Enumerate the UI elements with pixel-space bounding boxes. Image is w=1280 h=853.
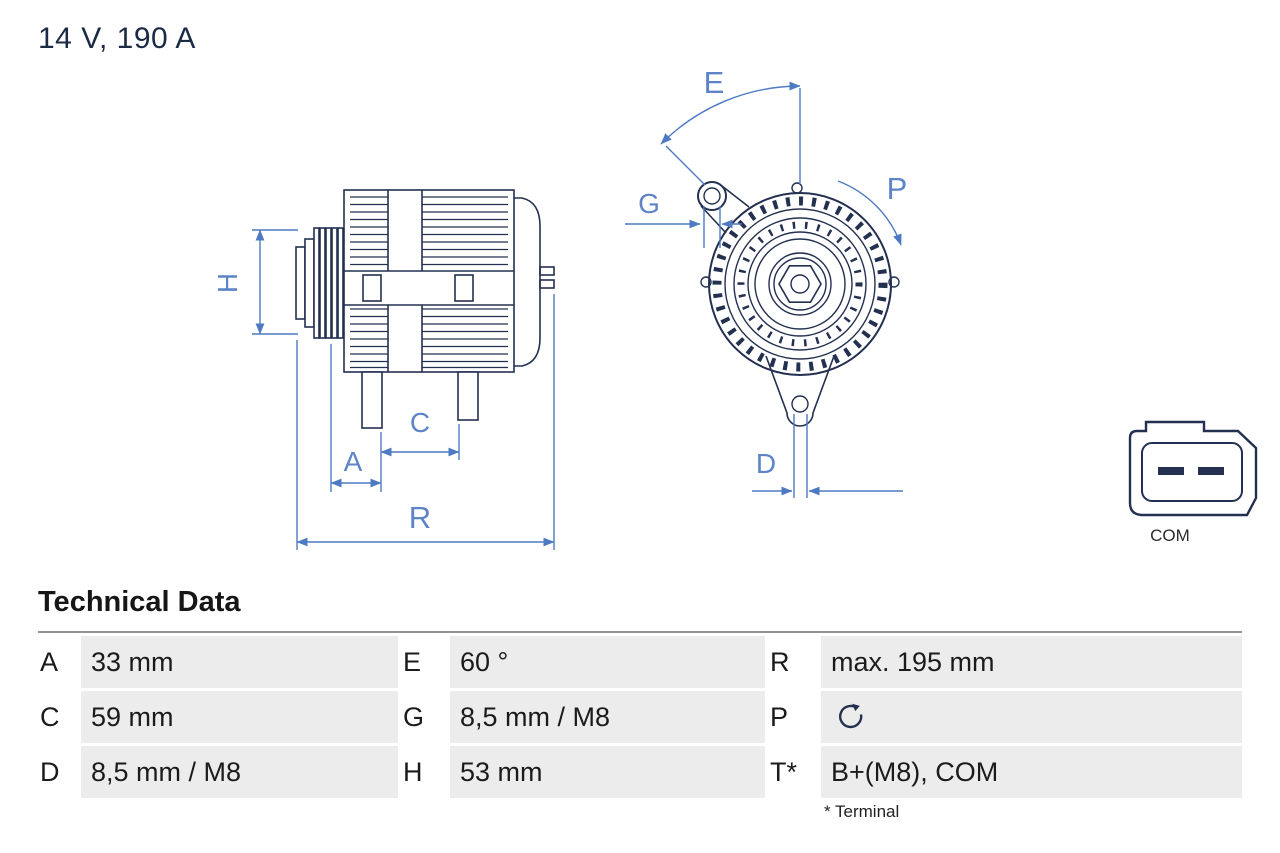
terminal-stub-bottom <box>539 279 555 289</box>
dim-label-A: A <box>344 446 363 477</box>
rotation-ccw-icon <box>838 703 863 729</box>
tech-value-G: 8,5 mm / M8 <box>450 691 765 743</box>
stator-band <box>345 271 513 305</box>
connector-drawing <box>1128 420 1258 517</box>
table-row: A 33 mm E 60 ° R max. 195 mm <box>38 636 1242 688</box>
technical-drawing: H A C R <box>212 65 1258 550</box>
connector-label: COM <box>1150 526 1190 545</box>
tech-key-A: A <box>38 636 78 688</box>
table-row: C 59 mm G 8,5 mm / M8 P <box>38 691 1242 743</box>
tech-key-G: G <box>401 691 447 743</box>
tech-key-P: P <box>768 691 818 743</box>
tech-value-C: 59 mm <box>81 691 398 743</box>
tech-value-R: max. 195 mm <box>821 636 1242 688</box>
side-view-dimensions <box>252 229 555 550</box>
through-bolt-left <box>362 274 382 302</box>
tech-value-E: 60 ° <box>450 636 765 688</box>
vent-slot-ring-inner <box>737 221 863 347</box>
dim-label-R: R <box>409 500 431 535</box>
mounting-lug-bottom <box>765 355 835 427</box>
vent-slot-ring-outer <box>712 196 888 372</box>
dim-label-E: E <box>704 65 725 100</box>
pulley <box>295 227 344 339</box>
connector-pin-left <box>1158 467 1184 475</box>
front-view-dimensions <box>625 81 903 498</box>
mounting-tab-right <box>888 276 900 288</box>
tech-value-D: 8,5 mm / M8 <box>81 746 398 798</box>
tech-key-H: H <box>401 746 447 798</box>
alternator-front-view <box>697 181 900 427</box>
dim-label-D: D <box>756 448 776 479</box>
connector-outline <box>1128 420 1258 517</box>
tech-value-P <box>821 691 1242 743</box>
alternator-side-view <box>295 189 555 429</box>
terminal-stub-top <box>539 266 555 276</box>
mounting-tab-top <box>791 182 803 194</box>
dim-label-H: H <box>212 273 243 293</box>
tech-key-D: D <box>38 746 78 798</box>
mounting-leg-right <box>457 371 479 421</box>
tech-key-C: C <box>38 691 78 743</box>
tech-key-T: T* <box>768 746 818 798</box>
dim-label-G: G <box>638 188 660 219</box>
connector-inner <box>1141 442 1243 502</box>
mounting-ear-top-left <box>697 181 750 234</box>
through-bolt-right <box>454 274 474 302</box>
dim-label-C: C <box>410 407 430 438</box>
mounting-tab-left <box>700 276 712 288</box>
vent-fins-bottom <box>350 308 508 369</box>
dim-label-P: P <box>887 171 908 206</box>
technical-data-table: A 33 mm E 60 ° R max. 195 mm C 59 mm G 8… <box>38 631 1242 798</box>
connector-pin-right <box>1198 467 1224 475</box>
technical-data-title: Technical Data <box>38 586 241 618</box>
product-rating: 14 V, 190 A <box>38 22 196 55</box>
table-row: D 8,5 mm / M8 H 53 mm T* B+(M8), COM <box>38 746 1242 798</box>
terminal-footnote: * Terminal <box>824 802 900 821</box>
rear-cover <box>514 197 541 367</box>
stator-band-lines <box>344 270 514 306</box>
tech-key-E: E <box>401 636 447 688</box>
tech-value-A: 33 mm <box>81 636 398 688</box>
tech-value-H: 53 mm <box>450 746 765 798</box>
mounting-leg-left <box>361 371 383 429</box>
vent-fins-top <box>350 196 508 266</box>
housing-body <box>343 189 515 373</box>
tech-key-R: R <box>768 636 818 688</box>
tech-value-T: B+(M8), COM <box>821 746 1242 798</box>
shaft-hex-nut <box>778 264 822 304</box>
technical-data-section: Technical Data A 33 mm E 60 ° R max. 195… <box>38 586 1242 822</box>
